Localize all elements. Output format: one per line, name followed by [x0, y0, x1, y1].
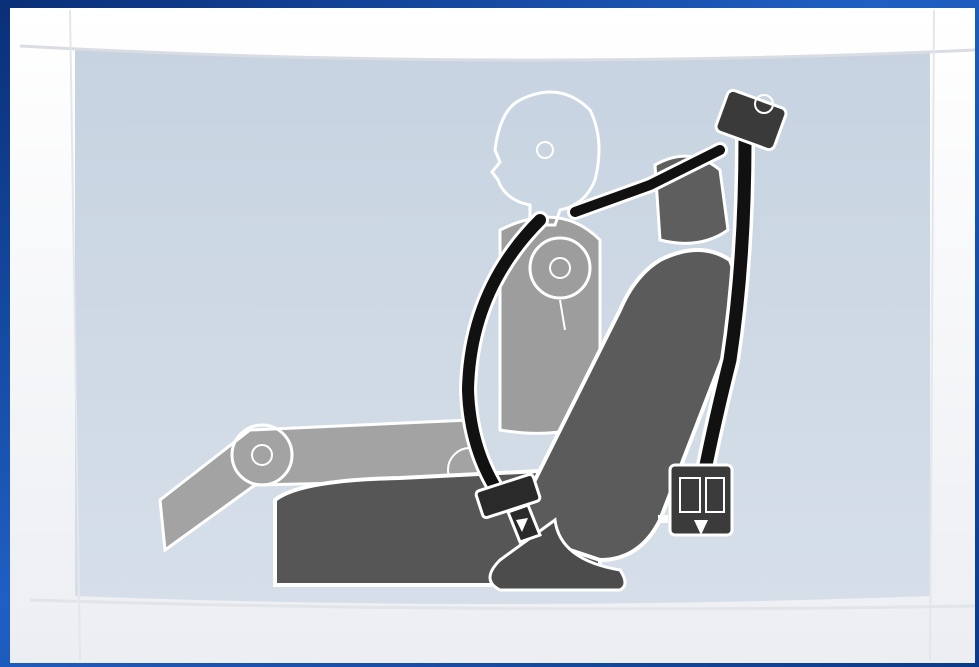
belt-retractor [658, 465, 732, 535]
